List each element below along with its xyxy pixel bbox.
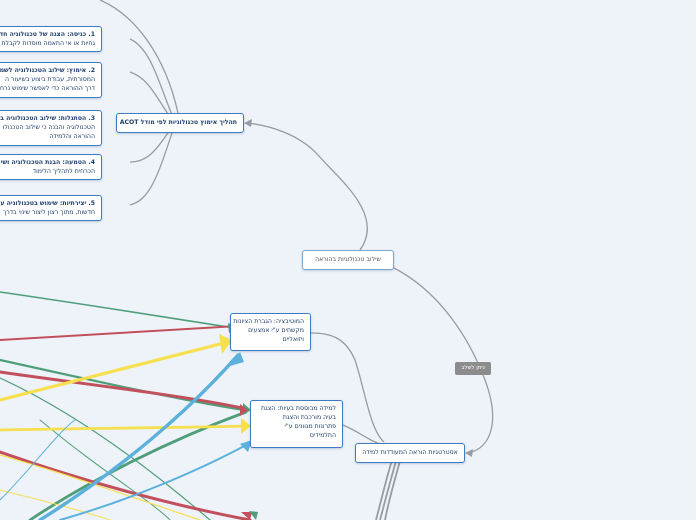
green-line-4 xyxy=(28,410,248,520)
node-problem-based-learning[interactable]: למידה מבוססת בעיות: הצגת בעיה מורכבת והצ… xyxy=(250,400,343,448)
node-motivation[interactable]: המוטיבציה: הגברת הציונות מקשחים ע"י אמצע… xyxy=(230,313,311,351)
node-acot-model-label: תהליך אימוץ טכנולוגיות לפי מודל ACOT xyxy=(119,119,237,126)
red-line-2 xyxy=(0,370,244,410)
arrowhead-blue-learning xyxy=(240,440,252,452)
connector-lines xyxy=(99,0,494,520)
relation-tag-label: ניתן לשלב xyxy=(461,365,485,371)
yellow-line-3 xyxy=(0,454,201,520)
connector-step1 xyxy=(129,38,173,116)
node-motivation-line-3: ויזואליים xyxy=(282,336,304,343)
connector-integration-strategies xyxy=(389,265,494,454)
node-motivation-line-1: המוטיבציה: הגברת הציונות xyxy=(233,318,304,325)
node-learning-line-2: בעיה מורכבת והצגת xyxy=(282,414,336,421)
red-line-3 xyxy=(0,450,252,520)
connector-step4 xyxy=(129,129,171,163)
node-step-5-line-2: חדשות, מתוך רצון ליצור שינוי בדרך xyxy=(2,209,95,216)
node-step-3-adaptation[interactable]: 3. הסתגלות: שילוב הטכנולוגיה בתו הטכנולו… xyxy=(0,110,102,146)
connector-top xyxy=(99,0,179,114)
node-step-3-line-3: ההוראה והלמידה xyxy=(49,133,95,140)
connector-strategies-bundle-3 xyxy=(384,460,401,520)
node-strategies-label: אסטרטגיות הוראה המעודדות למידה xyxy=(362,449,458,456)
node-step-3-line-2: הטכנולוגיה והבנה כי שילוב הטכנולו xyxy=(2,124,95,131)
node-step-3-line-1: 3. הסתגלות: שילוב הטכנולוגיה בתו xyxy=(0,115,95,122)
node-step-4-line-2: הכרחית לתהליך הלימוד xyxy=(32,168,95,175)
node-step-2-line-2: המסורתית, עבודת ביצוע בשיעור ה xyxy=(5,76,95,83)
node-tech-integration-label: שילוב טכנולוגיות בהוראה xyxy=(315,256,381,263)
red-line-1 xyxy=(0,325,239,341)
yellow-line-4 xyxy=(0,489,111,520)
connector-strategies-bundle-2 xyxy=(379,460,397,520)
node-learning-line-1: למידה מבוססת בעיות: הצגת xyxy=(261,405,336,412)
connector-strategies-bundle-1 xyxy=(375,459,393,520)
arrowhead-yellow-motivation xyxy=(219,334,232,354)
node-teaching-strategies[interactable]: אסטרטגיות הוראה המעודדות למידה xyxy=(355,443,465,463)
node-learning-line-3: פתרונות מגוונים ע"י xyxy=(284,423,336,430)
connector-integration-acot xyxy=(245,122,368,251)
node-step-2-line-1: 2. אימוץ: שילוב הטכנולוגיה לשמירה xyxy=(0,67,95,74)
arrowhead-yellow-learning xyxy=(241,418,251,434)
node-acot-model[interactable]: תהליך אימוץ טכנולוגיות לפי מודל ACOT xyxy=(116,113,244,133)
green-line-3 xyxy=(0,377,211,520)
arrowhead-blue-motivation xyxy=(230,352,244,366)
colored-relation-lines xyxy=(0,291,252,520)
node-step-1-line-2: גחיות או אי התאמה מוסדות לקבלת ה xyxy=(0,40,95,47)
arrowhead-red-bottom xyxy=(241,512,252,520)
node-step-4-line-1: 4. הטמעה: הבנת הטכנולוגיה ושימו xyxy=(0,159,95,166)
connector-step2 xyxy=(129,71,171,118)
connector-strategies-motivation xyxy=(310,332,385,443)
node-step-1-entry[interactable]: 1. כניסה: הצגה של טכנולוגיה חדשה גחיות א… xyxy=(0,26,102,52)
arrowhead-green-bottom xyxy=(249,511,258,520)
arrowhead-red-learning xyxy=(240,404,248,416)
blue-line-2 xyxy=(59,443,249,520)
arrowhead-acot xyxy=(244,119,252,127)
node-step-5-line-1: 5. יצירתיות: שימוש בטכנולוגיה ע"י xyxy=(0,200,95,207)
node-tech-integration[interactable]: שילוב טכנולוגיות בהוראה xyxy=(302,250,394,270)
node-step-4-assimilation[interactable]: 4. הטמעה: הבנת הטכנולוגיה ושימו הכרחית ל… xyxy=(0,154,102,180)
relation-tag[interactable]: ניתן לשלב xyxy=(455,362,491,375)
blue-line-1 xyxy=(38,353,240,520)
arrowhead-strategies xyxy=(465,449,473,457)
yellow-line-2 xyxy=(0,424,248,432)
yellow-line-1 xyxy=(0,341,226,402)
node-motivation-line-2: מקשחים ע"י אמצעים xyxy=(248,327,304,334)
green-line-5 xyxy=(39,419,171,520)
connector-step5 xyxy=(129,132,173,206)
node-step-2-adoption[interactable]: 2. אימוץ: שילוב הטכנולוגיה לשמירה המסורת… xyxy=(0,62,102,98)
node-step-1-line-1: 1. כניסה: הצגה של טכנולוגיה חדשה xyxy=(0,31,95,38)
node-step-5-creativity[interactable]: 5. יצירתיות: שימוש בטכנולוגיה ע"י חדשות,… xyxy=(0,195,102,221)
node-step-2-line-3: דרך ההוראה כדי לאפשר שימוש נרח xyxy=(0,85,95,92)
green-line-1 xyxy=(0,291,236,329)
node-learning-line-4: התלמידים xyxy=(309,432,336,439)
blue-line-3 xyxy=(0,419,76,501)
